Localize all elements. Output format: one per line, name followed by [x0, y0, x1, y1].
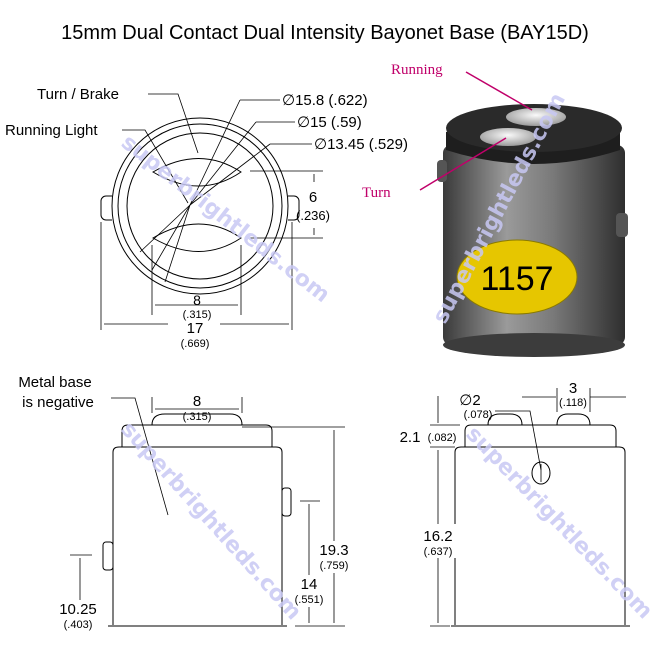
bulb-number-badge: [456, 239, 578, 315]
dim-14: 14: [301, 576, 318, 593]
top-view-drawing: [100, 93, 323, 330]
label-running: Running: [391, 62, 443, 78]
middle-rim: [117, 123, 283, 289]
dim-6-in: (.236): [296, 208, 330, 223]
note-metal-base-line1: Metal base: [18, 374, 91, 391]
side-dim-8: 8: [193, 393, 201, 410]
lower-contact: [152, 223, 242, 252]
render-running-contact: [506, 108, 566, 126]
dim-14-in: (.551): [295, 594, 324, 606]
side-dim-8-in: (.315): [183, 411, 212, 423]
dim-8: 8: [193, 292, 201, 308]
note-metal-base-line2: is negative: [22, 394, 94, 411]
right-lug: [288, 195, 300, 221]
inner-rim: [126, 132, 274, 280]
dim-19-3-in: (.759): [320, 560, 349, 572]
dim-dia-13-45: ∅13.45 (.529): [314, 136, 408, 153]
dim-17-in: (.669): [181, 338, 210, 350]
dim-8-in: (.315): [183, 309, 212, 321]
dim-2-1-in: (.082): [428, 432, 457, 444]
label-running-light: Running Light: [5, 122, 98, 139]
dim-16-2-in: (.637): [424, 546, 453, 558]
dim-dia-2-in: (.078): [464, 409, 493, 421]
watermark-left: superbrightleds.com: [116, 417, 307, 625]
bulb-number: 1157: [480, 260, 553, 298]
dim-dia-2: ∅2: [459, 392, 480, 409]
dim-dia-15: ∅15 (.59): [297, 114, 362, 131]
watermark-right: superbrightleds.com: [461, 422, 650, 624]
dim-3-in: (.118): [559, 397, 587, 409]
label-turn-brake: Turn / Brake: [37, 86, 119, 103]
label-turn: Turn: [362, 185, 391, 201]
outer-rim: [111, 117, 289, 295]
dim-17: 17: [187, 320, 204, 337]
bulb-base-render: [419, 71, 628, 357]
left-lug: [100, 195, 112, 221]
dim-16-2: 16.2: [423, 528, 452, 545]
page-title: 15mm Dual Contact Dual Intensity Bayonet…: [61, 22, 589, 44]
dim-3: 3: [569, 380, 577, 397]
side-view-right: [430, 388, 630, 627]
dim-dia-15-8: ∅15.8 (.622): [282, 92, 368, 109]
render-turn-contact: [480, 128, 536, 146]
dim-19-3: 19.3: [319, 542, 348, 559]
dim-10-25: 10.25: [59, 601, 97, 618]
dim-10-25-in: (.403): [64, 619, 93, 631]
dim-2-1: 2.1: [400, 429, 421, 446]
dim-6: 6: [309, 189, 317, 206]
side-view-left: [70, 397, 345, 627]
upper-contact: [152, 158, 242, 187]
